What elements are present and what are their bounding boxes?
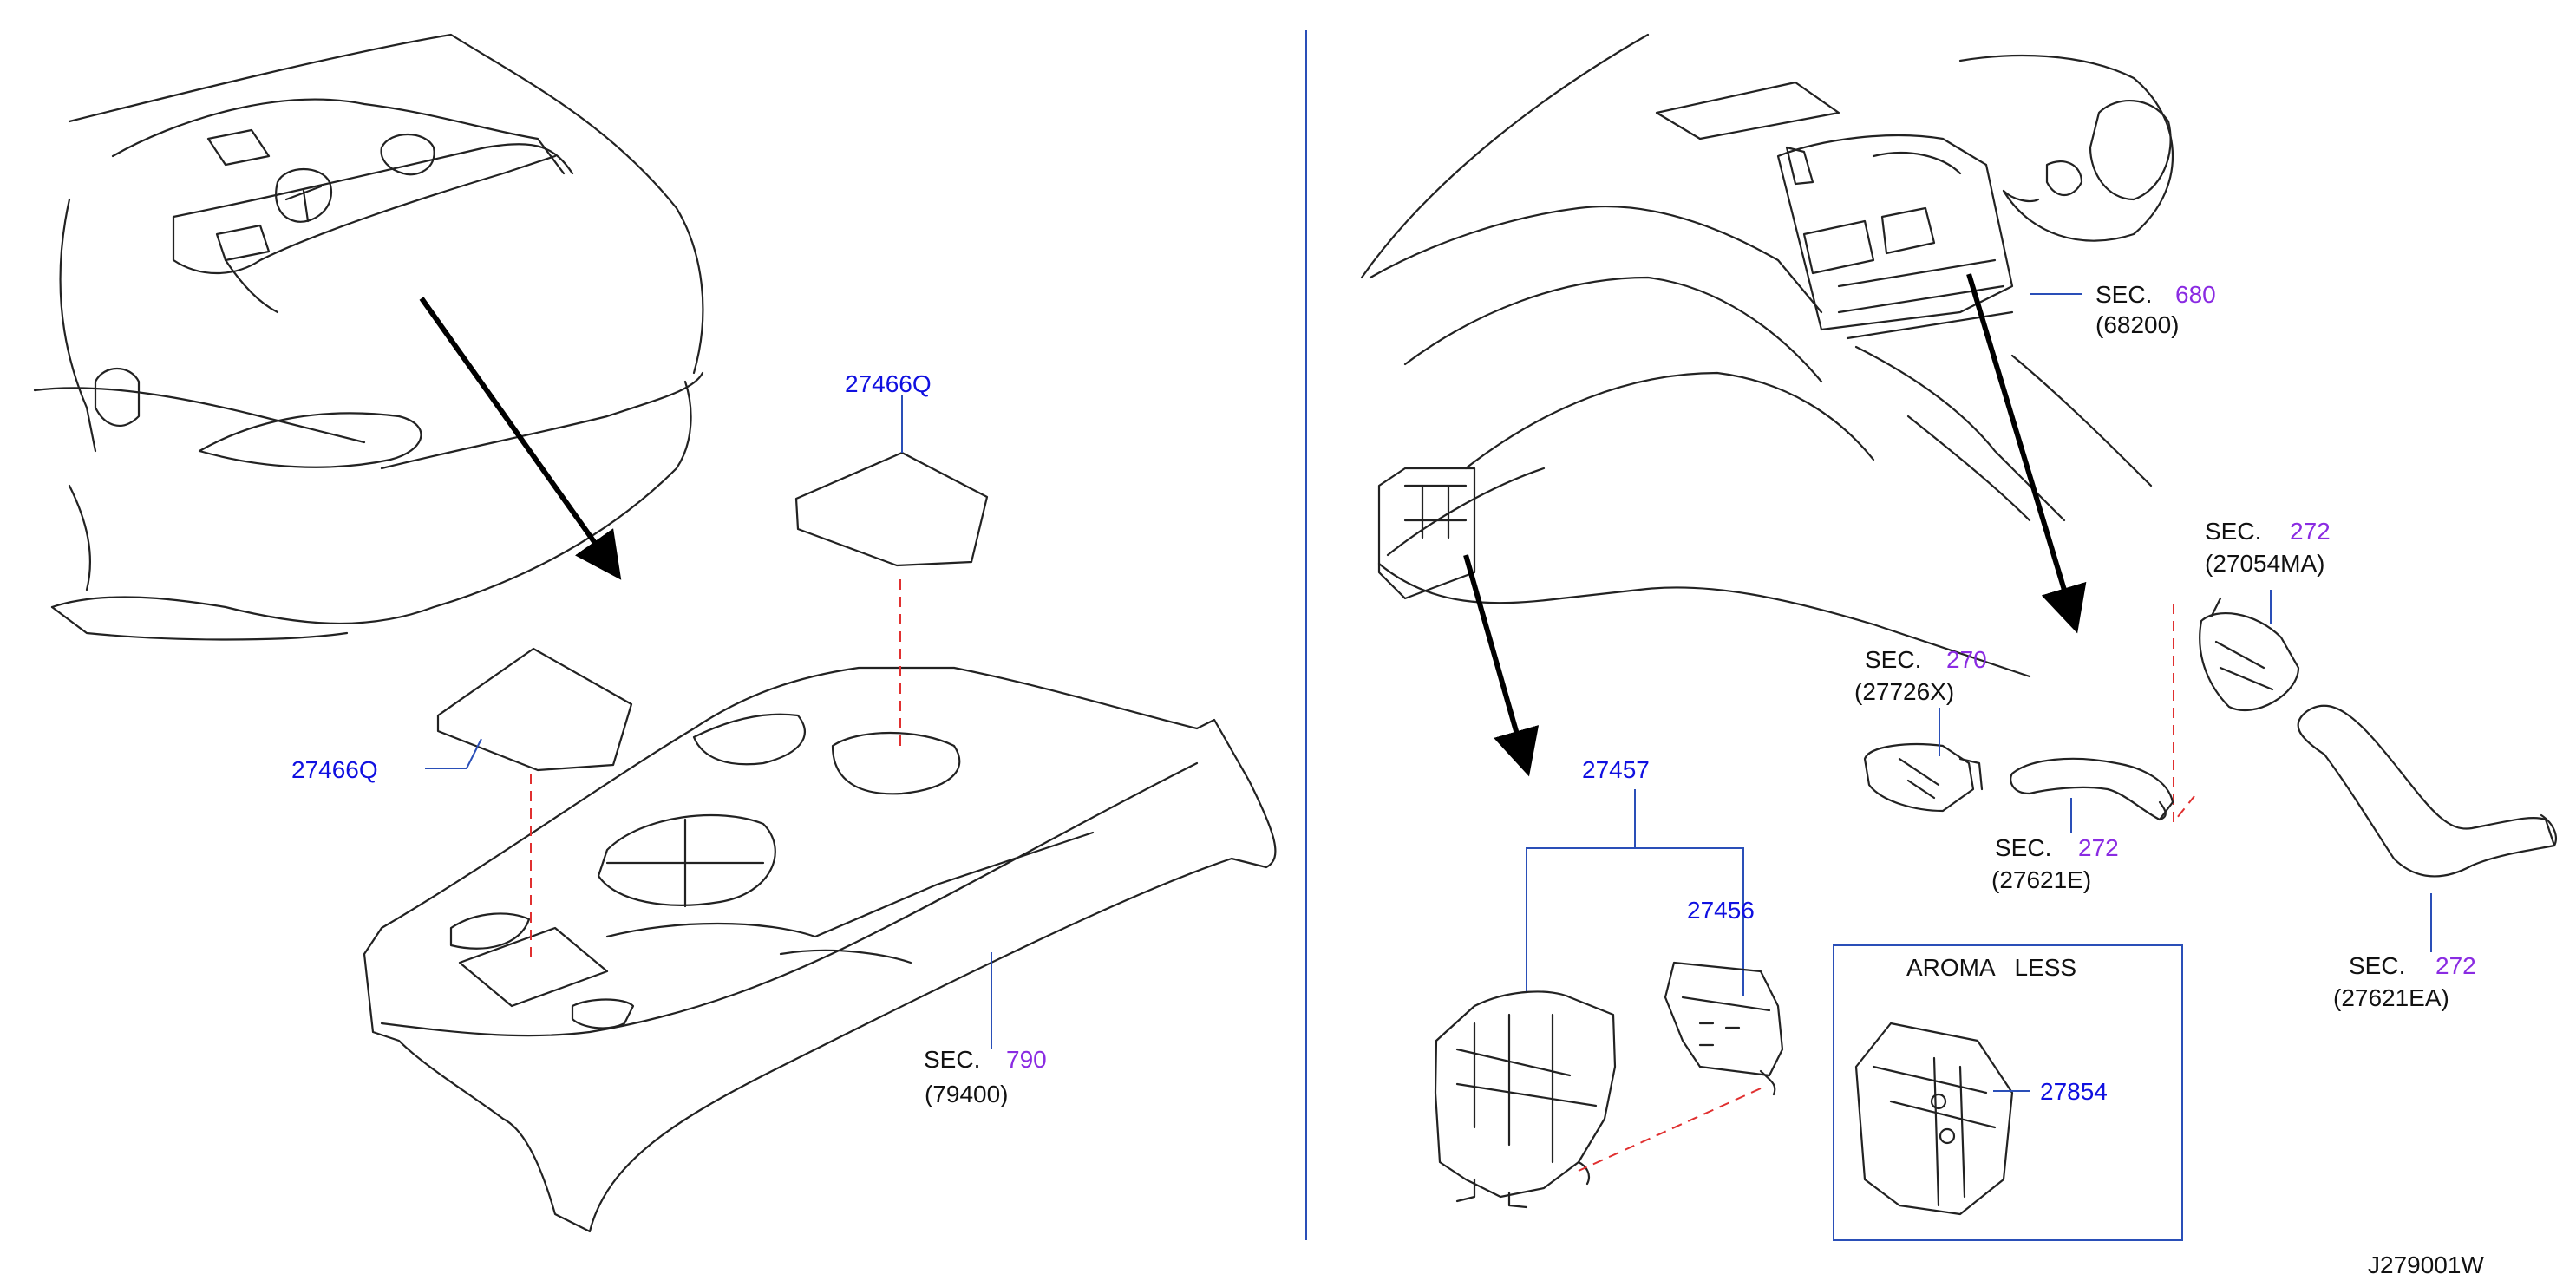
hose-27621e [2010, 757, 2174, 821]
aroma-less-title: AROMA LESS [1906, 954, 2076, 981]
sec-270-prefix: SEC. [1865, 646, 1921, 673]
zoom-arrow-left [419, 297, 622, 580]
dash-27456 [1578, 1088, 1762, 1172]
package-tray-illustration [363, 666, 1277, 1233]
sec-272-mid-prefix: SEC. [1995, 834, 2051, 861]
insulator-27466q-left [436, 647, 633, 772]
part-27466q-left-label: 27466Q [291, 756, 378, 783]
zoom-arrow-center [1966, 273, 2087, 634]
insulator-27466q-top [794, 451, 989, 567]
sec-272-top-number: 272 [2290, 518, 2331, 545]
connector-27054ma [2199, 597, 2300, 712]
sec-790-code: (79400) [925, 1081, 1009, 1107]
leader-27466q-left [425, 738, 482, 769]
sec-270-code: (27726X) [1854, 678, 1954, 705]
dash-sec272-connector [2173, 604, 2195, 825]
blower-resistor-27456 [1664, 961, 1784, 1096]
vehicle-rear-illustration [33, 33, 704, 641]
sensor-27726x [1863, 743, 1984, 813]
blower-unit-27457 [1434, 990, 1617, 1209]
sec-272-bot-number: 272 [2435, 952, 2476, 979]
aroma-less-inset [1833, 944, 2183, 1241]
sec-272-top-prefix: SEC. [2205, 518, 2261, 545]
hose-27621ea [2297, 704, 2557, 878]
sec-790-number: 790 [1006, 1046, 1047, 1073]
diagram-id: J279001W [2368, 1251, 2484, 1278]
part-27456-label: 27456 [1687, 897, 1755, 924]
sec-272-top-code: (27054MA) [2205, 550, 2325, 577]
sec-790-prefix: SEC. [924, 1046, 980, 1073]
part-27457-label: 27457 [1582, 756, 1650, 783]
zoom-arrow-blower [1463, 554, 1540, 777]
sec-680-code: (68200) [2095, 311, 2180, 338]
sec-272-bot-prefix: SEC. [2349, 952, 2405, 979]
bracket-27854 [1854, 1022, 2014, 1216]
sec-272-mid-number: 272 [2078, 834, 2119, 861]
part-27854-label: 27854 [2040, 1078, 2108, 1105]
sec-680-number: 680 [2175, 281, 2216, 308]
sec-680-prefix: SEC. [2095, 281, 2152, 308]
sec-270-number: 270 [1946, 646, 1987, 673]
part-27466q-top-label: 27466Q [845, 370, 932, 397]
sec-272-bot-code: (27621EA) [2333, 984, 2449, 1011]
sec-272-mid-code: (27621E) [1991, 866, 2091, 893]
instrument-panel-illustration [1360, 33, 2174, 678]
